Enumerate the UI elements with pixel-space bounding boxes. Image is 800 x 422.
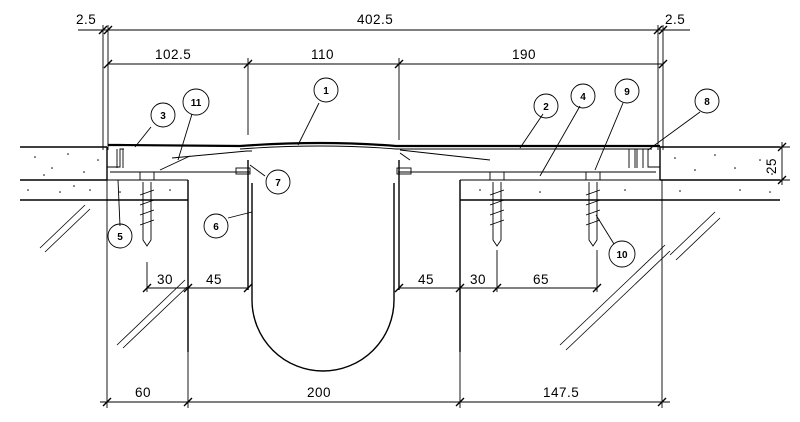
- anchor-middle: [489, 171, 505, 247]
- u-seal: [251, 183, 395, 372]
- dim-mid-left-45: 45: [206, 272, 222, 287]
- left-slab: [20, 146, 189, 352]
- dim-cover-left: 102.5: [155, 47, 191, 62]
- structure-hatch: [39, 204, 721, 351]
- callout-1-label: 1: [323, 86, 329, 97]
- callout-6: 6: [203, 213, 229, 239]
- anchors: [116, 149, 644, 247]
- dim-bottom-left: 60: [135, 385, 151, 400]
- dim-mid-right-65: 65: [533, 272, 549, 287]
- dim-top-total: 402.5: [357, 12, 393, 27]
- dimension-labels: 2.5 402.5 2.5 102.5 110 190 25 30 45 45 …: [76, 12, 779, 400]
- frame-profiles: [106, 147, 661, 175]
- callout-3-label: 3: [160, 111, 166, 122]
- callout-4-label: 4: [580, 92, 586, 103]
- callouts: 1 2 3 4 5 6 7 8: [107, 77, 720, 268]
- callout-3: 3: [150, 102, 176, 128]
- callout-9: 9: [614, 78, 640, 104]
- dim-cover-right: 190: [512, 47, 536, 62]
- callout-8-label: 8: [704, 97, 710, 108]
- dim-thickness: 25: [764, 158, 779, 174]
- dim-bottom-middle: 200: [307, 385, 331, 400]
- callout-11: 11: [182, 88, 210, 116]
- screed-stipple: [27, 153, 773, 193]
- dim-top-right: 2.5: [665, 12, 685, 27]
- callout-5-label: 5: [117, 232, 123, 243]
- anchor-left: [139, 171, 155, 247]
- callout-11-label: 11: [191, 98, 202, 109]
- callout-10-label: 10: [616, 250, 628, 261]
- callout-10: 10: [608, 240, 636, 268]
- callout-8: 8: [694, 88, 720, 114]
- callout-6-label: 6: [213, 222, 219, 233]
- dim-mid-left-30: 30: [157, 272, 173, 287]
- dim-mid-right-30: 30: [470, 272, 486, 287]
- callout-5: 5: [107, 223, 133, 249]
- anchor-right: [585, 171, 601, 247]
- dim-mid-right-45: 45: [418, 272, 434, 287]
- dim-bottom-right: 147.5: [543, 385, 579, 400]
- edge-screws: [116, 149, 644, 168]
- callout-2-label: 2: [543, 102, 549, 113]
- dim-cover-middle: 110: [311, 47, 334, 62]
- dim-top-left: 2.5: [76, 12, 96, 27]
- callout-7-label: 7: [275, 178, 281, 189]
- dimension-lines: [78, 25, 790, 408]
- callout-7: 7: [265, 169, 291, 195]
- cover-plate: [108, 141, 660, 161]
- callout-9-label: 9: [624, 87, 630, 98]
- callout-1: 1: [313, 77, 339, 103]
- callout-2: 2: [533, 93, 559, 119]
- callout-4: 4: [570, 83, 596, 109]
